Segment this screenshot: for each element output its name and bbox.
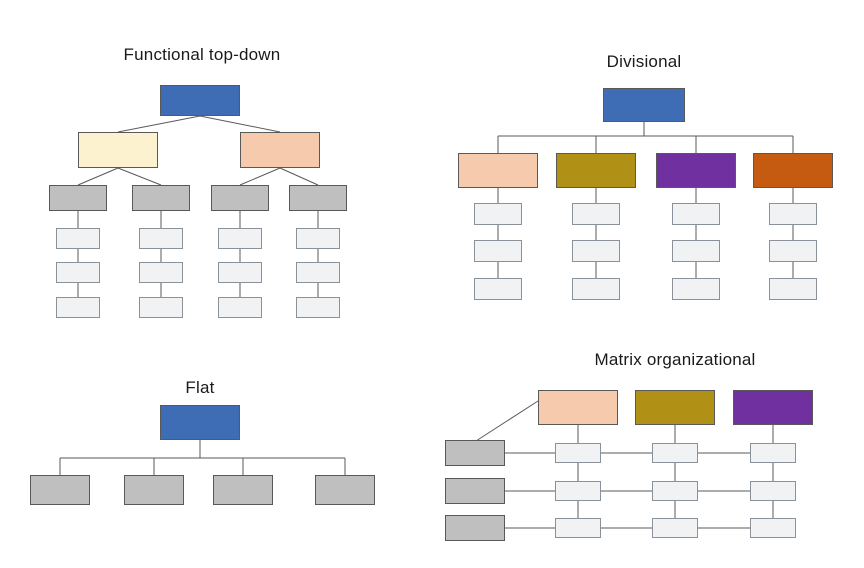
functional-employee-node	[139, 228, 183, 249]
divisional-employee-node	[672, 278, 720, 300]
chart-title-flat: Flat	[185, 378, 215, 397]
matrix-cell-node	[750, 481, 796, 501]
chart-title-matrix: Matrix organizational	[594, 350, 756, 369]
matrix-cell-node	[750, 443, 796, 463]
divisional-division-node	[753, 153, 833, 188]
divisional-employee-node	[474, 278, 522, 300]
functional-manager-node	[132, 185, 190, 211]
functional-manager-node	[211, 185, 269, 211]
functional-employee-node	[296, 262, 340, 283]
divisional-employee-node	[769, 203, 817, 225]
functional-employee-node	[296, 228, 340, 249]
matrix-cell-node	[555, 481, 601, 501]
divisional-division-node	[458, 153, 538, 188]
divisional-employee-node	[672, 203, 720, 225]
functional-employee-node	[56, 262, 100, 283]
flat-employee-node	[124, 475, 184, 505]
chart-title-functional: Functional top-down	[123, 45, 281, 64]
connector-line	[117, 115, 201, 133]
divisional-employee-node	[572, 240, 620, 262]
divisional-employee-node	[769, 278, 817, 300]
matrix-cell-node	[652, 443, 698, 463]
divisional-division-node	[656, 153, 736, 188]
functional-employee-node	[218, 262, 262, 283]
flat-employee-node	[30, 475, 90, 505]
connector-line	[199, 115, 281, 133]
connector-line	[117, 167, 162, 186]
divisional-division-node	[556, 153, 636, 188]
divisional-root-node	[603, 88, 685, 122]
functional-employee-node	[218, 228, 262, 249]
matrix-cell-node	[652, 481, 698, 501]
matrix-function-node	[445, 515, 505, 541]
matrix-cell-node	[750, 518, 796, 538]
functional-employee-node	[56, 297, 100, 318]
flat-employee-node	[213, 475, 273, 505]
functional-branch-node	[240, 132, 320, 168]
functional-employee-node	[218, 297, 262, 318]
connector-line	[77, 167, 119, 186]
matrix-function-node	[445, 440, 505, 466]
functional-employee-node	[56, 228, 100, 249]
functional-employee-node	[139, 297, 183, 318]
matrix-project-node	[733, 390, 813, 425]
matrix-cell-node	[652, 518, 698, 538]
functional-branch-node	[78, 132, 158, 168]
matrix-cell-node	[555, 518, 601, 538]
functional-manager-node	[289, 185, 347, 211]
flat-employee-node	[315, 475, 375, 505]
chart-title-divisional: Divisional	[606, 52, 682, 71]
divisional-employee-node	[474, 203, 522, 225]
divisional-employee-node	[572, 203, 620, 225]
connector-line	[279, 167, 319, 186]
functional-manager-node	[49, 185, 107, 211]
divisional-employee-node	[769, 240, 817, 262]
divisional-employee-node	[474, 240, 522, 262]
divisional-employee-node	[672, 240, 720, 262]
divisional-employee-node	[572, 278, 620, 300]
functional-employee-node	[296, 297, 340, 318]
matrix-function-node	[445, 478, 505, 504]
flat-root-node	[160, 405, 240, 440]
matrix-cell-node	[555, 443, 601, 463]
matrix-project-node	[538, 390, 618, 425]
connector-line	[475, 400, 539, 442]
connector-line	[239, 167, 281, 186]
functional-employee-node	[139, 262, 183, 283]
matrix-project-node	[635, 390, 715, 425]
functional-root-node	[160, 85, 240, 116]
